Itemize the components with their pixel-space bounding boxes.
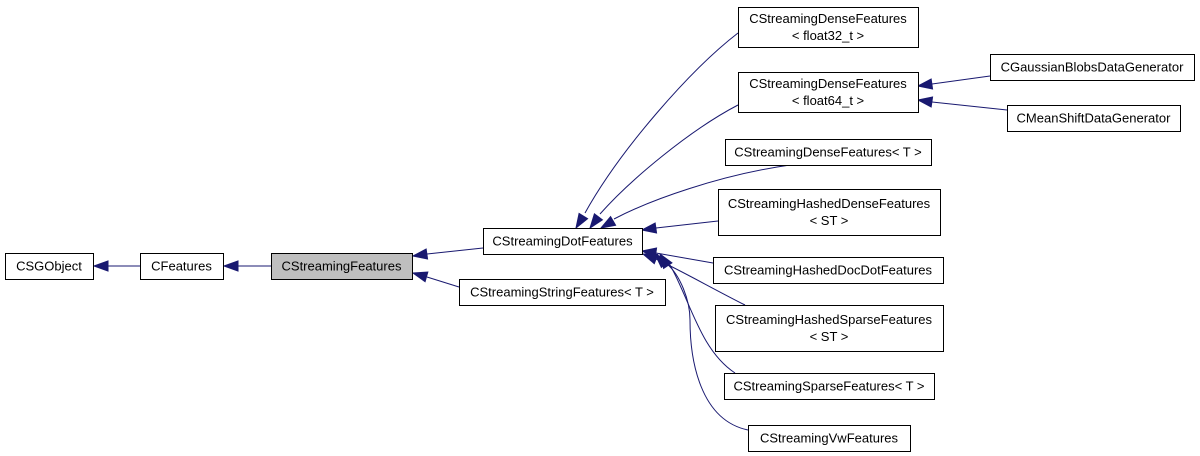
class-name-line: CStreamingStringFeatures< T > bbox=[470, 285, 654, 300]
class-box bbox=[5, 253, 94, 280]
class-box bbox=[724, 373, 935, 400]
edge-line bbox=[931, 75, 991, 85]
class-node-cstreamingfeatures: CStreamingFeatures bbox=[271, 253, 413, 280]
edge-line bbox=[426, 247, 484, 255]
edge-line bbox=[613, 164, 791, 220]
class-box bbox=[140, 253, 224, 280]
edge-cgaussianblobsdatagenerator-to-cstreamingdensefeatures-float64 bbox=[916, 75, 991, 90]
inheritance-arrow-icon bbox=[222, 260, 239, 272]
class-name-line: CStreamingHashedDocDotFeatures bbox=[724, 263, 933, 278]
class-name-line: < float64_t > bbox=[792, 93, 864, 108]
class-node-cstreamingstringfeatures[interactable]: CStreamingStringFeatures< T > bbox=[459, 279, 666, 306]
class-node-cstreamingdensefeatures-t[interactable]: CStreamingDenseFeatures< T > bbox=[725, 139, 932, 166]
inheritance-arrow-icon bbox=[589, 212, 604, 230]
class-node-csgobject[interactable]: CSGObject bbox=[5, 253, 94, 280]
inheritance-arrow-icon bbox=[916, 78, 934, 90]
class-name-line: CGaussianBlobsDataGenerator bbox=[1001, 60, 1184, 75]
edge-line bbox=[666, 263, 749, 431]
class-name-line: < ST > bbox=[810, 213, 849, 228]
inheritance-arrow-icon bbox=[411, 271, 429, 283]
class-box bbox=[1007, 105, 1181, 132]
class-name-line: CStreamingFeatures bbox=[282, 259, 402, 274]
edge-line bbox=[655, 220, 719, 229]
class-name-line: CStreamingDenseFeatures bbox=[749, 76, 907, 91]
edge-cstreamingdensefeatures-float64-to-cstreamingdotfeatures bbox=[589, 104, 739, 230]
class-name-line: CStreamingDenseFeatures bbox=[749, 11, 907, 26]
class-box bbox=[738, 7, 919, 48]
edge-cstreaminghasheddensefeatures-to-cstreamingdotfeatures bbox=[640, 220, 719, 234]
class-node-cstreamingsparsefeatures[interactable]: CStreamingSparseFeatures< T > bbox=[724, 373, 935, 400]
edges-layer bbox=[92, 32, 1008, 431]
edge-cstreamingdotfeatures-to-cstreamingfeatures bbox=[411, 247, 484, 260]
edge-line bbox=[655, 252, 714, 264]
class-box bbox=[715, 305, 944, 352]
class-name-line: CStreamingDotFeatures bbox=[492, 234, 633, 249]
class-box bbox=[748, 425, 911, 452]
class-name-line: CSGObject bbox=[16, 259, 82, 274]
class-box bbox=[483, 228, 643, 255]
edge-cmeanshiftdatagenerator-to-cstreamingdensefeatures-float64 bbox=[916, 96, 1008, 111]
class-box bbox=[725, 139, 932, 166]
inheritance-arrow-icon bbox=[599, 215, 617, 229]
class-box bbox=[459, 279, 666, 306]
class-node-cstreamingdotfeatures[interactable]: CStreamingDotFeatures bbox=[483, 228, 643, 255]
inheritance-arrow-icon bbox=[575, 212, 589, 230]
edge-cstreamingdensefeatures-t-to-cstreamingdotfeatures bbox=[599, 164, 791, 229]
class-node-cstreamingdensefeatures-float64[interactable]: CStreamingDenseFeatures < float64_t > bbox=[738, 72, 919, 113]
inheritance-arrow-icon bbox=[640, 222, 658, 234]
edge-cstreamingdensefeatures-float32-to-cstreamingdotfeatures bbox=[575, 32, 739, 230]
edge-line bbox=[931, 101, 1008, 111]
edge-line bbox=[584, 32, 739, 214]
class-box bbox=[990, 54, 1195, 81]
edge-line bbox=[426, 276, 460, 288]
class-name-line: CStreamingHashedSparseFeatures bbox=[726, 312, 932, 327]
edge-cstreamingvwfeatures-to-cstreamingdotfeatures bbox=[653, 252, 749, 431]
edge-cstreamingfeatures-to-cfeatures bbox=[222, 260, 271, 272]
class-box bbox=[713, 257, 944, 284]
class-node-cstreamingdensefeatures-float32[interactable]: CStreamingDenseFeatures < float32_t > bbox=[738, 7, 919, 48]
class-node-cstreaminghasheddensefeatures[interactable]: CStreamingHashedDenseFeatures < ST > bbox=[718, 189, 941, 236]
class-node-cgaussianblobsdatagenerator[interactable]: CGaussianBlobsDataGenerator bbox=[990, 54, 1195, 81]
edge-cfeatures-to-csgobject bbox=[92, 260, 140, 272]
class-name-line: CStreamingDenseFeatures< T > bbox=[734, 145, 921, 160]
class-name-line: < ST > bbox=[810, 329, 849, 344]
class-node-cstreaminghashedsparsefeatures[interactable]: CStreamingHashedSparseFeatures < ST > bbox=[715, 305, 944, 352]
inheritance-arrow-icon bbox=[411, 248, 429, 260]
class-node-cstreaminghasheddocdotfeatures[interactable]: CStreamingHashedDocDotFeatures bbox=[713, 257, 944, 284]
inheritance-arrow-icon bbox=[641, 253, 659, 265]
class-name-line: CFeatures bbox=[151, 259, 212, 274]
inheritance-arrow-icon bbox=[653, 252, 670, 269]
class-box bbox=[718, 189, 941, 236]
class-node-cmeanshiftdatagenerator[interactable]: CMeanShiftDataGenerator bbox=[1007, 105, 1181, 132]
class-node-cfeatures[interactable]: CFeatures bbox=[140, 253, 224, 280]
class-name-line: CStreamingVwFeatures bbox=[760, 431, 898, 446]
class-box bbox=[271, 253, 413, 280]
class-node-cstreamingvwfeatures[interactable]: CStreamingVwFeatures bbox=[748, 425, 911, 452]
class-box bbox=[738, 72, 919, 113]
edge-cstreamingstringfeatures-to-cstreamingfeatures bbox=[411, 271, 460, 288]
class-name-line: CMeanShiftDataGenerator bbox=[1017, 111, 1172, 126]
edge-line bbox=[669, 264, 736, 374]
class-name-line: CStreamingSparseFeatures< T > bbox=[733, 379, 924, 394]
class-name-line: CStreamingHashedDenseFeatures bbox=[728, 196, 931, 211]
edge-line bbox=[599, 104, 739, 215]
class-name-line: < float32_t > bbox=[792, 28, 864, 43]
inheritance-arrow-icon bbox=[92, 260, 109, 272]
inheritance-arrow-icon bbox=[916, 96, 934, 108]
